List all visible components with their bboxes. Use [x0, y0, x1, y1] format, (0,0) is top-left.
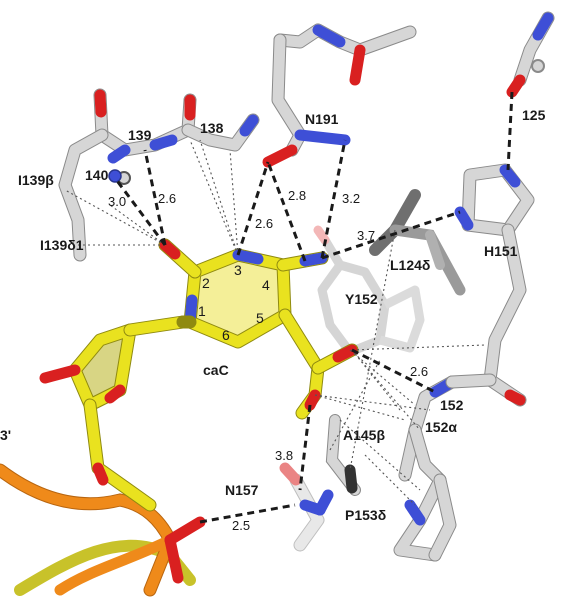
residue-n191-backbone	[262, 23, 417, 168]
label-140: 140	[85, 167, 109, 183]
deoxyribose-sugar	[39, 315, 190, 512]
ring-atom-numbers: 1 2 3 4 5 6	[198, 262, 270, 343]
distance-label: 2.5	[232, 518, 250, 533]
label-125: 125	[522, 107, 546, 123]
vdw-contacts	[64, 139, 486, 506]
label-y152: Y152	[345, 291, 378, 307]
dna-backbone	[0, 463, 206, 597]
label-a145b: A145β	[343, 427, 385, 443]
distance-label: 3.2	[342, 191, 360, 206]
residues-138-140	[58, 88, 260, 262]
residue-y152	[313, 225, 425, 357]
ring-number-6: 6	[222, 327, 230, 343]
label-139: 139	[128, 127, 152, 143]
label-i139b: I139β	[18, 172, 54, 188]
residue-125	[506, 11, 555, 98]
faded-residue-n157	[279, 462, 325, 552]
ring-number-5: 5	[256, 310, 264, 326]
hydrogen-bonds	[113, 91, 514, 524]
distance-labels: 3.0 2.6 2.6 2.8 3.2 3.7 2.6 3.8 2.5	[108, 188, 428, 533]
label-n157: N157	[225, 482, 259, 498]
distance-label: 3.0	[108, 194, 126, 209]
distance-label: 3.7	[357, 228, 375, 243]
label-i139d1: I139δ1	[40, 237, 84, 253]
cac-base	[158, 238, 359, 420]
ring-number-3: 3	[234, 262, 242, 278]
label-n191: N191	[305, 111, 339, 127]
label-3prime: 3'	[0, 427, 11, 443]
residue-labels: 139 138 N191 125 I139β 140 I139δ1 L124δ …	[0, 107, 546, 523]
ring-number-4: 4	[262, 277, 270, 293]
distance-label: 2.6	[158, 191, 176, 206]
ring-number-2: 2	[202, 275, 210, 291]
distance-label: 2.8	[288, 188, 306, 203]
label-p153d: P153δ	[345, 507, 386, 523]
label-l124d: L124δ	[390, 257, 430, 273]
residue-152-chain	[393, 373, 497, 562]
distance-label: 3.8	[275, 448, 293, 463]
residue-l124	[369, 189, 466, 296]
label-138: 138	[200, 120, 224, 136]
ring-number-1: 1	[198, 303, 206, 319]
label-cac: caC	[203, 362, 229, 378]
distance-label: 2.6	[255, 216, 273, 231]
label-152a: 152α	[425, 419, 457, 435]
label-152: 152	[440, 397, 464, 413]
residue-h151	[454, 163, 535, 407]
label-h151: H151	[484, 243, 518, 259]
residue-a145	[299, 414, 361, 516]
distance-label: 2.6	[410, 364, 428, 379]
